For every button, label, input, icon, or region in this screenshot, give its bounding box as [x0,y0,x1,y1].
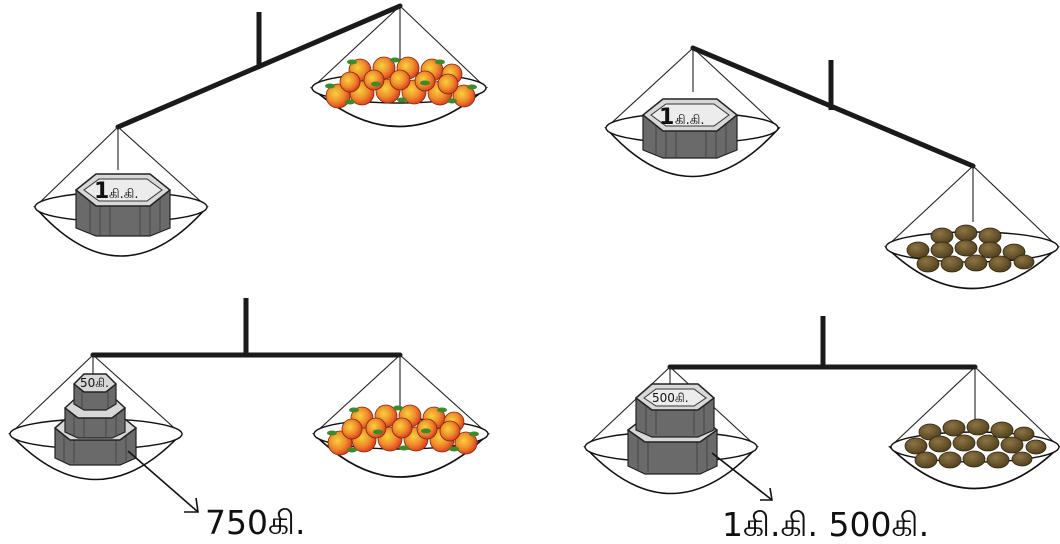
weight-1kg: 1 கி.கி. [76,174,170,236]
weight-number: 1 [94,179,109,204]
pan-left-with-weight: 1 கி.கி. [606,48,779,177]
pan-left-with-weight: 1 கி.கி. [35,127,207,256]
scale-top-right: 1 கி.கி. [606,48,1058,289]
pan-left-with-weights: 500கி. [585,367,757,494]
weight-label: 50கி. [80,376,109,390]
pan-right-potatoes [890,367,1059,489]
apples-pile [327,405,479,455]
caption-750g: 750கி. [205,503,306,542]
weight-1kg: 1 கி.கி. [643,99,737,158]
apples-pile [325,57,477,108]
weight-unit: கி.கி. [675,113,705,128]
scale-bottom-left: 50கி. 750கி. [10,298,488,542]
weight-stack: 500கி. [628,384,717,474]
pan-left-with-weights: 50கி. [10,355,182,480]
caption-1kg-500g: 1கி.கி. 500கி. [722,505,929,544]
scale-bottom-right: 500கி. 1கி.கி. 500கி. [585,316,1059,544]
scale-top-left: 1 கி.கி. [35,6,486,256]
weight-stack: 50கி. [55,374,136,465]
potatoes-pile [907,225,1034,272]
pan-right-potatoes [886,166,1058,289]
weight-unit: கி.கி. [109,187,139,202]
pan-right-apples [314,355,488,477]
pan-right-apples [312,6,486,127]
weight-number: 1 [659,105,674,130]
weight-label: 500கி. [652,391,689,405]
pointer-arrow [128,451,198,512]
